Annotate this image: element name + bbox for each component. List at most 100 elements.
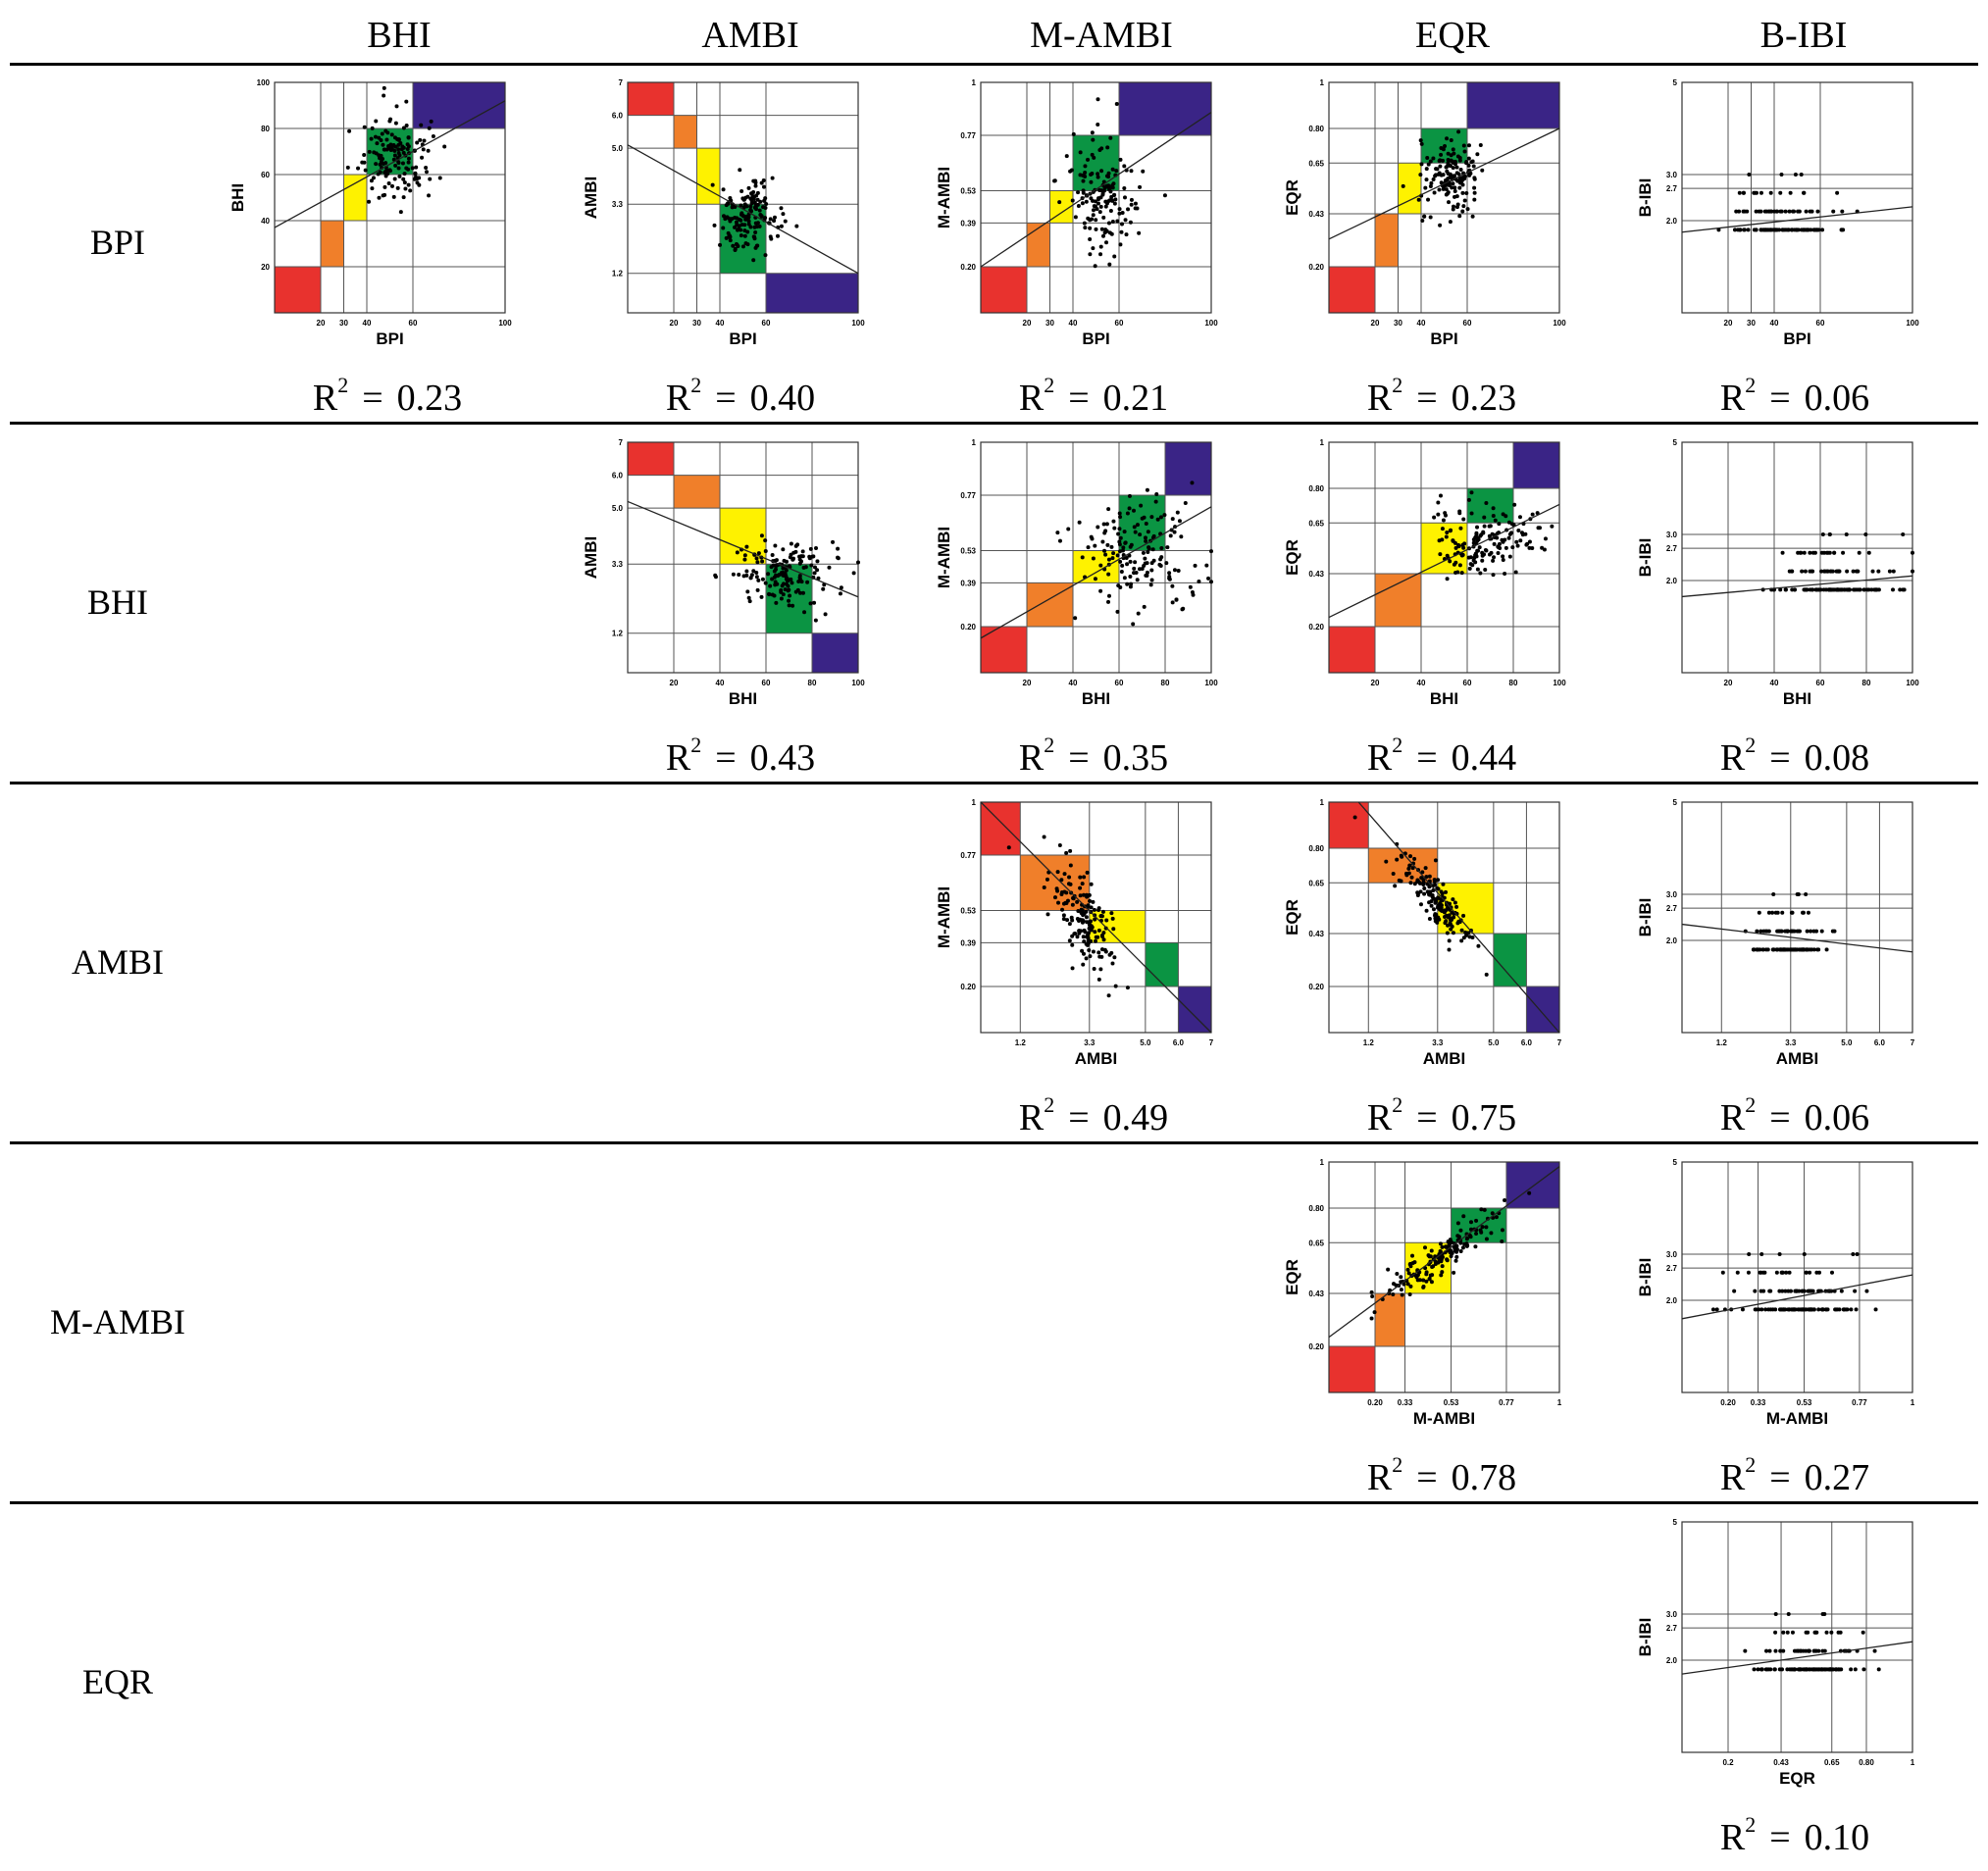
data-point (1474, 1218, 1479, 1223)
data-point (1412, 1260, 1417, 1265)
r-symbol: R (1719, 1817, 1746, 1858)
r-squared-value: 0.27 (1804, 1457, 1870, 1498)
data-point (1451, 931, 1455, 936)
data-point (1083, 175, 1088, 179)
data-point (1136, 611, 1141, 616)
data-point (1099, 914, 1104, 919)
r-squared-value: 0.06 (1804, 1097, 1870, 1138)
data-point (1088, 252, 1093, 257)
data-point (777, 573, 782, 578)
data-point (1478, 142, 1483, 147)
data-point (1797, 1307, 1802, 1312)
data-point (1535, 511, 1540, 516)
data-point (1098, 563, 1103, 568)
data-point (1075, 935, 1080, 939)
y-tick-label: 0.43 (1308, 1289, 1324, 1298)
data-point (1384, 859, 1389, 864)
data-point (1430, 1273, 1435, 1278)
data-point (1065, 918, 1070, 923)
data-point (751, 196, 756, 201)
data-point (772, 219, 777, 224)
data-point (1141, 550, 1146, 555)
x-axis-label: AMBI (1423, 1049, 1465, 1068)
class-box-bad (981, 267, 1027, 313)
data-point (1165, 545, 1170, 550)
data-point (369, 178, 374, 183)
data-point (1785, 947, 1790, 952)
data-point (1423, 866, 1428, 871)
data-point (1434, 899, 1439, 904)
data-point (1106, 572, 1111, 577)
squared-superscript: 2 (1392, 373, 1403, 398)
data-point (1747, 173, 1752, 177)
data-point (1496, 550, 1501, 555)
data-point (1082, 939, 1087, 944)
data-point (401, 195, 406, 200)
data-point (1421, 1284, 1426, 1289)
data-point (1852, 587, 1857, 592)
data-point (745, 229, 750, 234)
data-point (1096, 201, 1100, 206)
x-axis-label: BHI (1430, 689, 1458, 708)
data-point (1461, 1214, 1466, 1219)
data-point (1132, 525, 1137, 530)
y-axis-label: BHI (229, 183, 247, 212)
data-point (1494, 1215, 1499, 1220)
data-point (414, 165, 419, 170)
data-point (1434, 917, 1439, 922)
data-point (1082, 951, 1087, 956)
data-point (1755, 929, 1759, 934)
data-point (1088, 236, 1093, 241)
data-point (1117, 511, 1122, 516)
data-point (1066, 527, 1071, 531)
data-point (1101, 188, 1106, 193)
y-axis-label: AMBI (582, 536, 600, 579)
y-axis-label: AMBI (582, 177, 600, 219)
data-point (1474, 531, 1479, 535)
x-tick-label: 0.43 (1773, 1758, 1789, 1767)
data-point (405, 146, 410, 151)
data-point (1479, 532, 1484, 537)
x-tick-label: 20 (670, 319, 679, 328)
data-point (1445, 531, 1450, 535)
data-point (1759, 1667, 1764, 1672)
data-point (1045, 877, 1049, 882)
row-divider (10, 782, 1978, 784)
data-point (1503, 537, 1507, 542)
data-point (1119, 229, 1124, 234)
data-point (1536, 526, 1541, 531)
squared-superscript: 2 (1044, 373, 1055, 398)
data-point (815, 559, 820, 564)
y-tick-label: 3.0 (1666, 1250, 1678, 1259)
data-point (1082, 221, 1087, 226)
data-point (1118, 242, 1123, 247)
class-box-poor (674, 115, 697, 149)
x-tick-label: 80 (1862, 679, 1871, 687)
class-box-high (1513, 442, 1559, 488)
data-point (1448, 917, 1453, 922)
data-point (1754, 228, 1759, 232)
data-point (1873, 1307, 1878, 1312)
data-point (1055, 531, 1060, 535)
data-point (1111, 927, 1116, 932)
data-point (813, 618, 818, 623)
data-point (1412, 882, 1417, 886)
data-point (1104, 201, 1109, 206)
data-point (1785, 929, 1790, 934)
data-point (1796, 892, 1801, 896)
data-point (743, 214, 748, 219)
data-point (1133, 201, 1138, 206)
data-point (721, 187, 726, 192)
data-point (1432, 190, 1437, 195)
data-point (1768, 190, 1773, 195)
data-point (1114, 169, 1119, 174)
data-point (408, 188, 413, 193)
data-point (1078, 150, 1083, 155)
data-point (1504, 514, 1508, 519)
data-point (1115, 219, 1120, 224)
data-point (1475, 525, 1480, 530)
y-tick-label: 0.53 (960, 186, 976, 195)
data-point (1825, 569, 1830, 574)
data-point (774, 564, 779, 569)
data-point (1093, 204, 1097, 209)
